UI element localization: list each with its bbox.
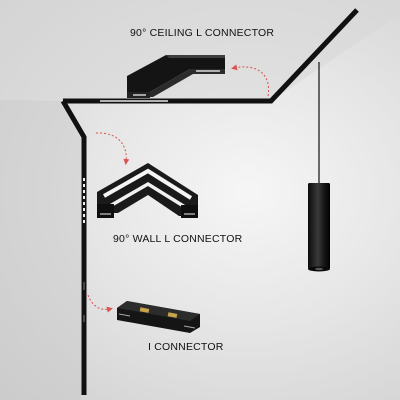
i-connector-label: I CONNECTOR [148, 341, 224, 353]
wall-track-led-strip [83, 178, 85, 223]
curved-arrow-icon [231, 64, 269, 97]
wall-connector-label: 90° WALL L CONNECTOR [113, 233, 243, 245]
curved-arrow-icon [95, 132, 130, 165]
ceiling-connector-label: 90° CEILING L CONNECTOR [130, 27, 275, 39]
curved-arrow-icon [87, 294, 113, 313]
wall-track [60, 99, 87, 395]
